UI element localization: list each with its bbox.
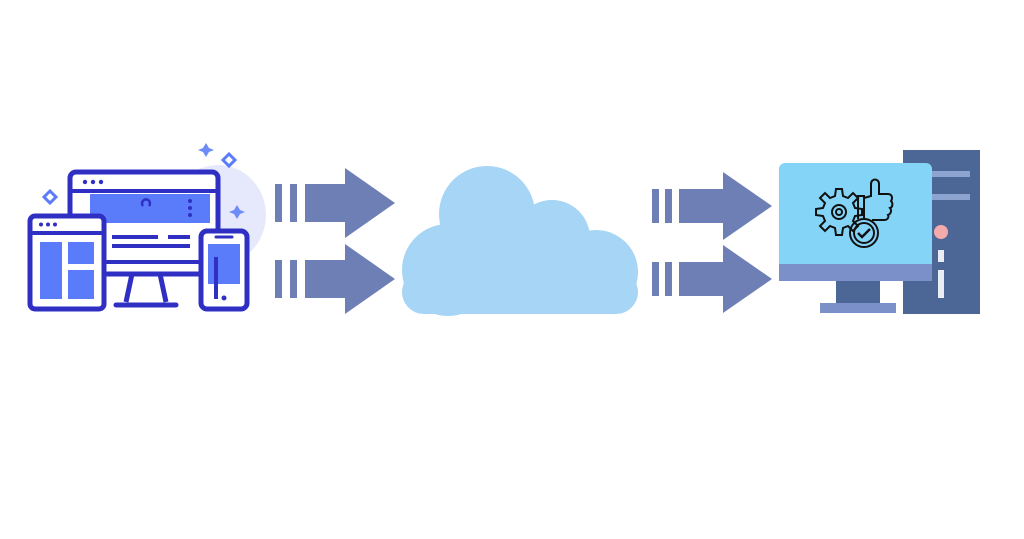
- sparkle-icon: [198, 143, 245, 219]
- double-arrow-icon: [652, 172, 772, 240]
- gear-approval-icon: [815, 178, 894, 248]
- smartphone: [198, 228, 250, 312]
- power-led: [934, 225, 948, 239]
- diamond-icon: [41, 151, 238, 206]
- double-arrow-icon: [652, 245, 772, 313]
- double-arrow-icon: [275, 244, 395, 314]
- check-badge-icon: [849, 218, 879, 248]
- browser-window: [27, 213, 107, 312]
- arrow-group-cloud-to-server: [652, 172, 772, 313]
- double-arrow-icon: [275, 168, 395, 238]
- server-workstation-icon: [779, 150, 980, 314]
- thumbs-up-icon: [857, 178, 894, 221]
- desktop-monitor: [67, 169, 221, 308]
- gear-icon: [815, 188, 863, 236]
- responsive-devices-icon: [27, 143, 266, 312]
- cloud-icon: [402, 166, 638, 316]
- arrow-group-devices-to-cloud: [275, 168, 395, 314]
